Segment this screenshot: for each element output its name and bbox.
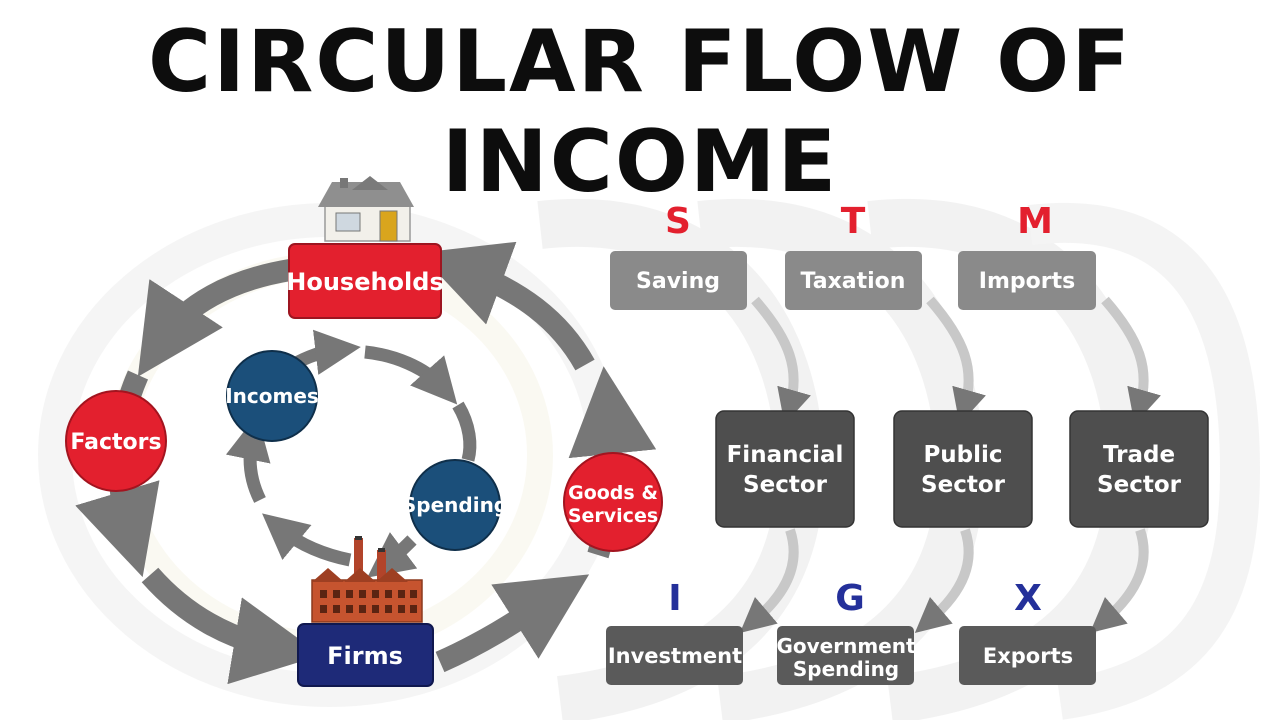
outer-flow-arrows <box>75 241 657 685</box>
injection-letter-government: G <box>835 578 865 619</box>
injections: I G X Investment Government Spending Exp… <box>606 578 1096 685</box>
factors-label: Factors <box>70 430 161 455</box>
exports-label: Exports <box>983 644 1073 668</box>
sectors: Financial Sector Public Sector Trade Sec… <box>715 410 1209 528</box>
government-spending-label-line1: Government <box>776 634 916 658</box>
sector-flow-arrows <box>739 296 1161 634</box>
arrow-firms-to-left <box>262 513 352 567</box>
taxation-label: Taxation <box>801 269 906 294</box>
arrow-right-to-spending <box>452 401 477 462</box>
arrow-firms-to-goods <box>435 574 590 673</box>
arrow-factors-to-firms-lower <box>141 567 322 685</box>
withdrawal-letter-saving: S <box>665 201 691 242</box>
spending-node: Spending <box>402 459 508 551</box>
goods-services-node: Goods & Services <box>563 452 663 552</box>
goods-services-label-line2: Services <box>568 505 658 527</box>
withdrawals: S T M Saving Taxation Imports <box>610 201 1096 310</box>
arrow-left-to-incomes <box>225 414 271 503</box>
arrow-goods-to-households-upper <box>418 241 595 371</box>
investment-label: Investment <box>608 644 742 668</box>
households-node: Households <box>286 243 444 319</box>
incomes-node: Incomes <box>225 350 319 442</box>
firms-label: Firms <box>327 642 403 670</box>
withdrawal-letter-imports: M <box>1017 201 1053 242</box>
imports-label: Imports <box>979 269 1075 294</box>
injection-letter-investment: I <box>668 578 681 619</box>
spending-label: Spending <box>402 493 508 517</box>
factory-icon <box>311 536 423 623</box>
house-icon <box>318 176 414 242</box>
arrow-top-to-spending <box>364 345 458 405</box>
inner-flow-arrows <box>225 329 477 578</box>
factors-node: Factors <box>65 390 167 492</box>
firms-node: Firms <box>297 623 434 687</box>
financial-sector-label-line1: Financial <box>727 442 844 468</box>
incomes-label: Incomes <box>225 384 319 408</box>
financial-sector-label-line2: Sector <box>743 472 828 498</box>
government-spending-label-line2: Spending <box>793 657 899 681</box>
trade-sector-label-line1: Trade <box>1103 442 1175 468</box>
goods-services-label-line1: Goods & <box>568 482 658 504</box>
saving-label: Saving <box>636 269 720 294</box>
arrow-spending-to-firms <box>367 532 418 578</box>
public-sector-label-line1: Public <box>923 442 1002 468</box>
households-label: Households <box>286 268 444 296</box>
injection-letter-exports: X <box>1014 578 1042 619</box>
trade-sector-label-line2: Sector <box>1097 472 1182 498</box>
public-sector-label-line2: Sector <box>921 472 1006 498</box>
diagram-title: CIRCULAR FLOW OF INCOME <box>147 12 1133 212</box>
withdrawal-letter-taxation: T <box>841 201 866 242</box>
arrow-households-to-factors <box>137 259 292 377</box>
